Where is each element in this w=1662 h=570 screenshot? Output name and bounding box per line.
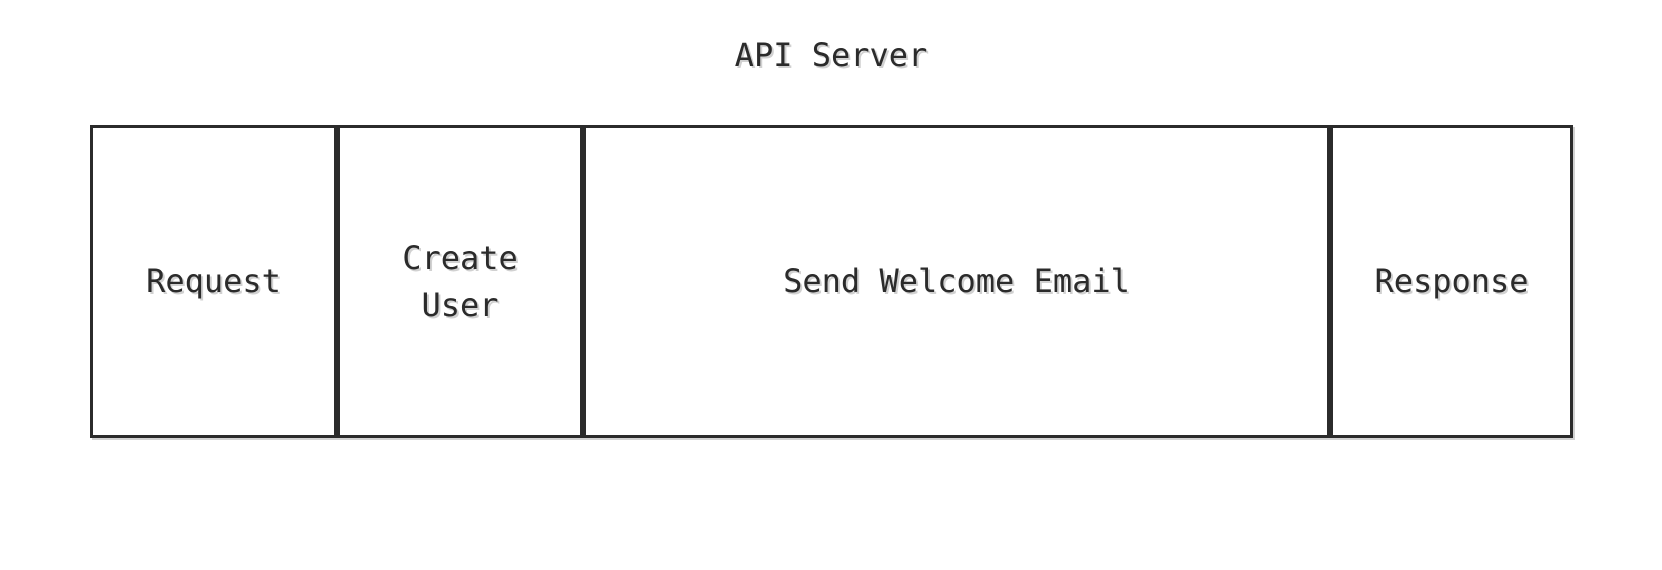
span-box-create-user: Create User <box>337 125 583 438</box>
span-box-response: Response <box>1330 125 1573 438</box>
span-label-send-welcome-email: Send Welcome Email <box>783 262 1130 301</box>
span-label-request: Request <box>146 262 281 301</box>
span-box-request: Request <box>90 125 337 438</box>
span-label-create-user: Create User <box>402 239 518 324</box>
span-box-send-welcome-email: Send Welcome Email <box>583 125 1330 438</box>
diagram-title: API Server <box>734 36 928 74</box>
span-label-response: Response <box>1374 262 1529 301</box>
